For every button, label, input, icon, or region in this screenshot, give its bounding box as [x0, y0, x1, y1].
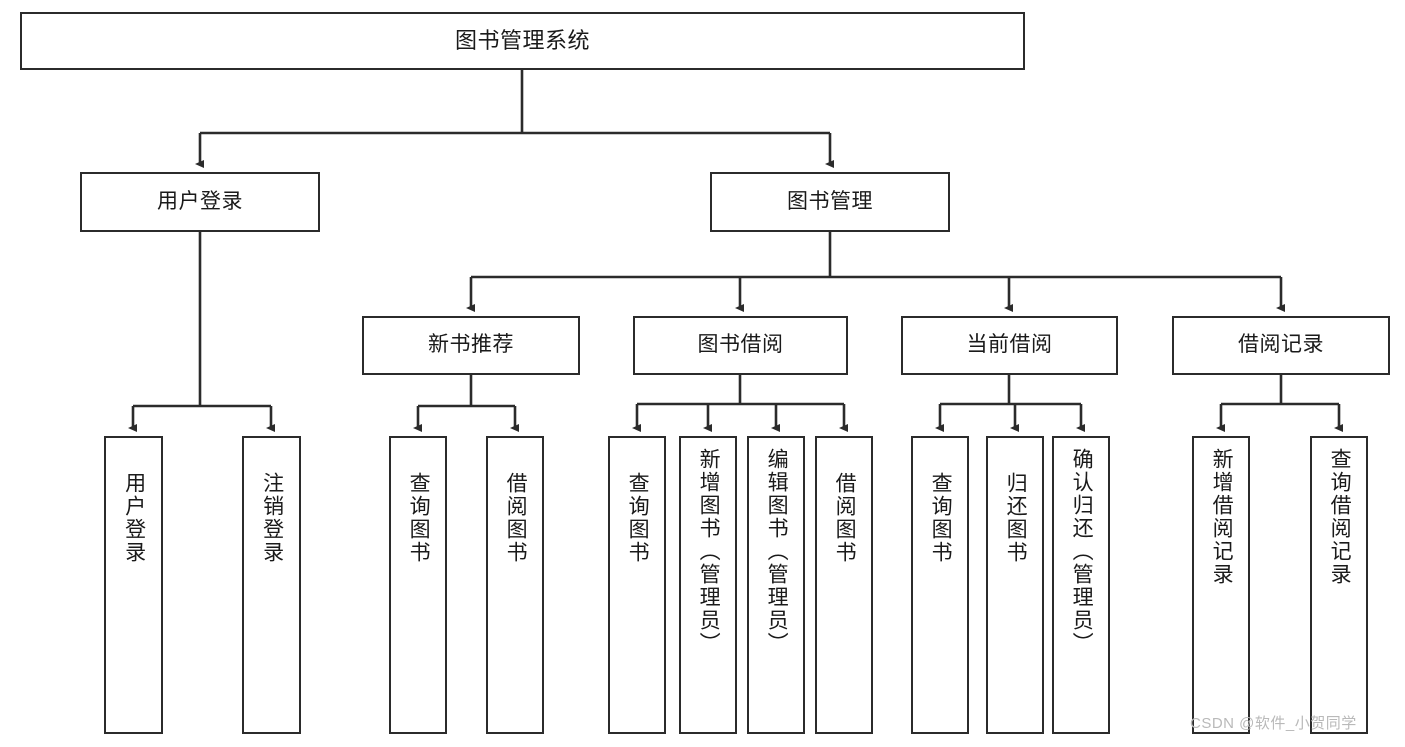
node-new-book-recommend-label: 新书推荐 [428, 333, 514, 357]
node-leaf-edit-book-admin-label: 编辑图书（管理员） [765, 448, 789, 655]
node-leaf-edit-book-admin[interactable]: 编辑图书（管理员） [747, 436, 805, 734]
node-leaf-user-login[interactable]: 用户登录 [104, 436, 163, 734]
node-leaf-query-book-1-label: 查询图书 [407, 472, 431, 564]
node-current-borrow[interactable]: 当前借阅 [901, 316, 1118, 375]
node-current-borrow-label: 当前借阅 [966, 333, 1053, 357]
node-book-borrow[interactable]: 图书借阅 [633, 316, 848, 375]
node-leaf-query-book-3-label: 查询图书 [929, 472, 953, 564]
node-root[interactable]: 图书管理系统 [20, 12, 1025, 70]
node-book-borrow-label: 图书借阅 [697, 333, 784, 357]
node-leaf-query-book-2-label: 查询图书 [626, 472, 650, 564]
node-book-manage-label: 图书管理 [787, 189, 873, 213]
node-borrow-record-label: 借阅记录 [1238, 333, 1324, 357]
node-root-label: 图书管理系统 [454, 28, 590, 54]
node-leaf-query-borrow-record[interactable]: 查询借阅记录 [1310, 436, 1368, 734]
node-leaf-add-borrow-record-label: 新增借阅记录 [1210, 448, 1234, 586]
node-leaf-borrow-book-1-label: 借阅图书 [504, 472, 528, 564]
csdn-watermark: CSDN @软件_小贺同学 [1190, 715, 1357, 732]
node-new-book-recommend[interactable]: 新书推荐 [362, 316, 580, 375]
node-leaf-logout-login-label: 注销登录 [260, 472, 284, 564]
node-leaf-confirm-return-admin[interactable]: 确认归还（管理员） [1052, 436, 1110, 734]
node-leaf-user-login-label: 用户登录 [122, 472, 146, 564]
node-user-login[interactable]: 用户登录 [80, 172, 320, 232]
node-leaf-confirm-return-admin-label: 确认归还（管理员） [1070, 448, 1094, 655]
node-leaf-borrow-book-2[interactable]: 借阅图书 [815, 436, 873, 734]
node-leaf-return-book[interactable]: 归还图书 [986, 436, 1044, 734]
node-leaf-query-book-3[interactable]: 查询图书 [911, 436, 969, 734]
node-book-manage[interactable]: 图书管理 [710, 172, 950, 232]
node-leaf-add-book-admin[interactable]: 新增图书（管理员） [679, 436, 737, 734]
node-leaf-add-book-admin-label: 新增图书（管理员） [697, 448, 721, 655]
node-leaf-add-borrow-record[interactable]: 新增借阅记录 [1192, 436, 1250, 734]
node-leaf-query-book-1[interactable]: 查询图书 [389, 436, 447, 734]
node-leaf-borrow-book-1[interactable]: 借阅图书 [486, 436, 544, 734]
node-leaf-query-book-2[interactable]: 查询图书 [608, 436, 666, 734]
node-leaf-borrow-book-2-label: 借阅图书 [833, 472, 857, 564]
node-borrow-record[interactable]: 借阅记录 [1172, 316, 1390, 375]
node-user-login-label: 用户登录 [157, 189, 243, 213]
node-leaf-logout-login[interactable]: 注销登录 [242, 436, 301, 734]
node-leaf-return-book-label: 归还图书 [1004, 472, 1028, 564]
node-leaf-query-borrow-record-label: 查询借阅记录 [1328, 448, 1352, 586]
